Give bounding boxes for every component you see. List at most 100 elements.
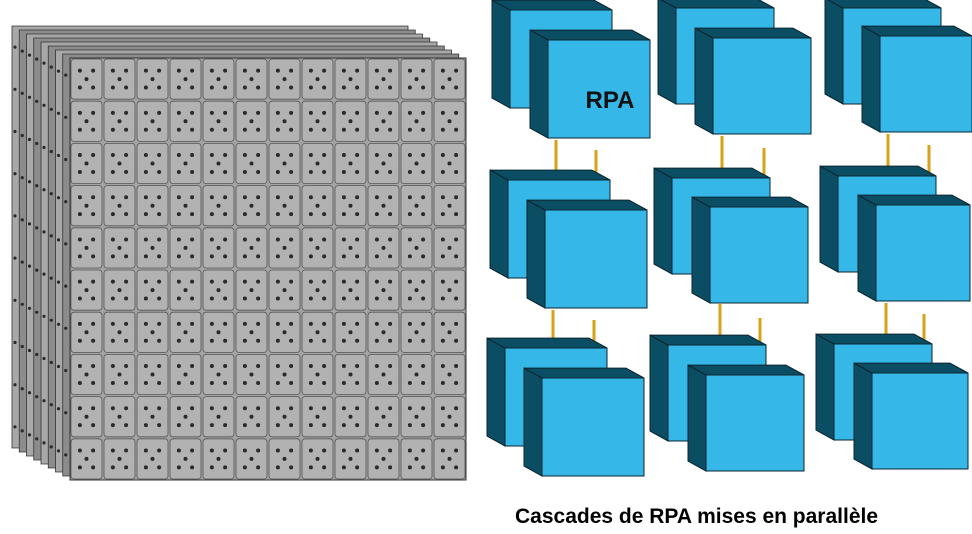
lattice-hole <box>176 465 181 470</box>
lattice-hole <box>242 110 247 115</box>
lattice-hole <box>209 364 214 369</box>
lattice-hole <box>143 364 148 369</box>
lattice-hole <box>341 406 346 411</box>
lattice-hole <box>315 77 320 82</box>
lattice-side-hole <box>13 129 17 134</box>
lattice-hole <box>256 423 261 428</box>
lattice-hole <box>421 338 426 343</box>
lattice-hole <box>407 85 412 90</box>
lattice-hole <box>91 237 96 242</box>
lattice-hole <box>454 465 459 470</box>
lattice-side-hole <box>35 310 39 314</box>
lattice-hole <box>341 110 346 115</box>
lattice-hole <box>421 212 426 217</box>
cube-side-face <box>489 169 509 279</box>
lattice-hole <box>421 254 426 259</box>
lattice-hole <box>183 456 188 461</box>
lattice-hole <box>117 288 122 293</box>
cube-side-face <box>491 0 511 109</box>
lattice-hole <box>308 338 313 343</box>
lattice-hole <box>341 153 346 158</box>
lattice-hole <box>242 212 247 217</box>
lattice-hole <box>440 423 445 428</box>
lattice-hole <box>308 169 313 174</box>
lattice-hole <box>315 203 320 208</box>
lattice-hole <box>388 85 393 90</box>
lattice-hole <box>124 448 129 453</box>
lattice-hole <box>143 195 148 200</box>
lattice-side-hole <box>13 45 17 49</box>
lattice-hole <box>414 372 419 377</box>
lattice-hole <box>91 254 96 259</box>
lattice-side-hole <box>27 95 32 99</box>
lattice-hole <box>421 195 426 200</box>
cascade-column-1: RPA <box>486 0 651 477</box>
lattice-hole <box>124 127 129 132</box>
lattice-hole <box>216 414 221 419</box>
lattice-side-hole <box>13 172 17 176</box>
rpa-cube <box>861 25 972 133</box>
lattice-hole <box>348 119 353 124</box>
lattice-hole <box>275 380 280 385</box>
lattice-hole <box>143 169 148 174</box>
lattice-hole <box>447 203 452 208</box>
lattice-hole <box>190 127 195 132</box>
lattice-hole <box>289 338 294 343</box>
lattice-hole <box>242 448 247 453</box>
lattice-hole <box>355 296 360 301</box>
lattice-hole <box>322 465 327 470</box>
lattice-hole <box>388 338 393 343</box>
cube-top-face <box>491 0 613 11</box>
lattice-hole <box>190 279 195 284</box>
lattice-hole <box>183 77 188 82</box>
lattice-hole <box>157 237 162 242</box>
lattice-side-hole <box>13 340 17 345</box>
lattice-hole <box>454 85 459 90</box>
lattice-hole <box>414 77 419 82</box>
lattice-side-hole <box>20 302 24 306</box>
lattice-hole <box>176 279 181 284</box>
lattice-hole <box>91 465 96 470</box>
lattice-hole <box>381 456 386 461</box>
lattice-hole <box>84 288 89 293</box>
lattice-hole <box>348 456 353 461</box>
lattice-hole <box>84 119 89 124</box>
lattice-hole <box>381 203 386 208</box>
lattice-hole <box>77 127 82 132</box>
cube-top-face <box>486 337 608 349</box>
lattice-hole <box>454 110 459 115</box>
lattice-hole <box>124 465 129 470</box>
lattice-side-hole <box>27 264 32 268</box>
lattice-side-hole <box>49 360 53 365</box>
lattice-side-hole <box>27 180 32 184</box>
lattice-hole <box>388 279 393 284</box>
lattice-hole <box>447 119 452 124</box>
lattice-hole <box>289 364 294 369</box>
cube-top-face <box>815 333 933 345</box>
lattice-hole <box>124 364 129 369</box>
lattice-hole <box>440 195 445 200</box>
lattice-hole <box>176 68 181 73</box>
rpa-cube <box>853 362 969 470</box>
lattice-hole <box>421 364 426 369</box>
lattice-hole <box>355 110 360 115</box>
lattice-hole <box>454 338 459 343</box>
lattice-hole <box>374 169 379 174</box>
lattice-hole <box>348 77 353 82</box>
lattice-hole <box>216 245 221 250</box>
lattice-hole <box>421 110 426 115</box>
lattice-hole <box>209 296 214 301</box>
lattice-hole <box>124 321 129 326</box>
lattice-hole <box>242 338 247 343</box>
lattice-hole <box>388 364 393 369</box>
lattice-hole <box>256 364 261 369</box>
lattice-hole <box>440 465 445 470</box>
lattice-side-hole <box>42 399 46 403</box>
lattice-hole <box>308 448 313 453</box>
lattice-hole <box>308 237 313 242</box>
lattice-hole <box>157 338 162 343</box>
lattice-hole <box>440 380 445 385</box>
lattice-hole <box>216 203 221 208</box>
lattice-hole <box>341 212 346 217</box>
lattice-hole <box>447 288 452 293</box>
